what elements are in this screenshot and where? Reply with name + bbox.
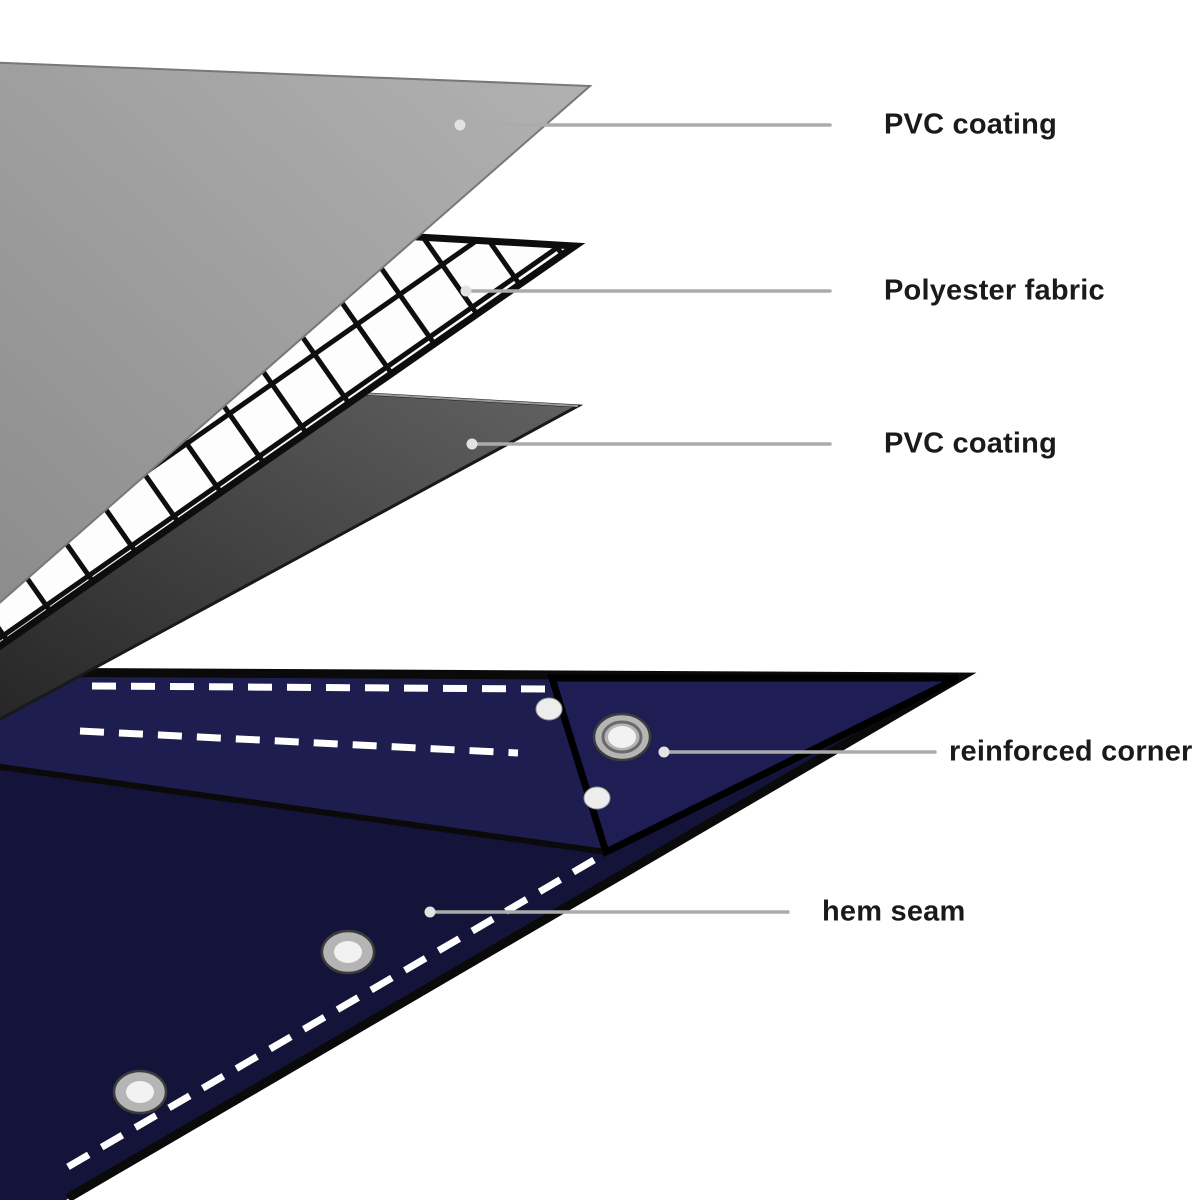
label-hem-seam: hem seam — [822, 895, 966, 928]
tarp-edge-trim — [0, 667, 977, 1200]
tarp-hem-band — [0, 674, 606, 852]
callout-dot-reinforced-corner — [658, 746, 670, 758]
grommet-hole — [608, 726, 636, 748]
grommet-side-1 — [320, 929, 376, 975]
callout-lines — [424, 119, 937, 918]
reinforced-corner-patch — [547, 674, 960, 857]
tarp-fold-line — [0, 763, 607, 855]
label-pvc-coating-bottom: PVC coating — [884, 427, 1057, 460]
callout-dot-polyester — [460, 285, 472, 297]
grommet-corner-large — [592, 712, 652, 762]
pvc-top-sheet — [0, 61, 593, 604]
label-reinforced-corner: reinforced corner — [949, 735, 1193, 768]
rivet-upper — [535, 697, 563, 721]
grommet-ring-inner-shadow — [601, 720, 643, 754]
callout-dot-pvc-bottom — [466, 438, 478, 450]
rivet-lower — [583, 786, 611, 810]
pvc-top-sheet-layer — [0, 61, 593, 604]
hem-stitch-top-inner — [79, 727, 519, 757]
label-polyester-fabric: Polyester fabric — [884, 274, 1105, 307]
callout-dot-hem-seam — [424, 906, 436, 918]
grommet-hole — [334, 941, 362, 963]
grommet-side-2 — [112, 1069, 168, 1115]
callout-dot-pvc-top — [454, 119, 466, 131]
label-pvc-coating-top: PVC coating — [884, 108, 1057, 141]
grommet-hole — [126, 1081, 154, 1103]
tarp-layer — [0, 667, 977, 1200]
